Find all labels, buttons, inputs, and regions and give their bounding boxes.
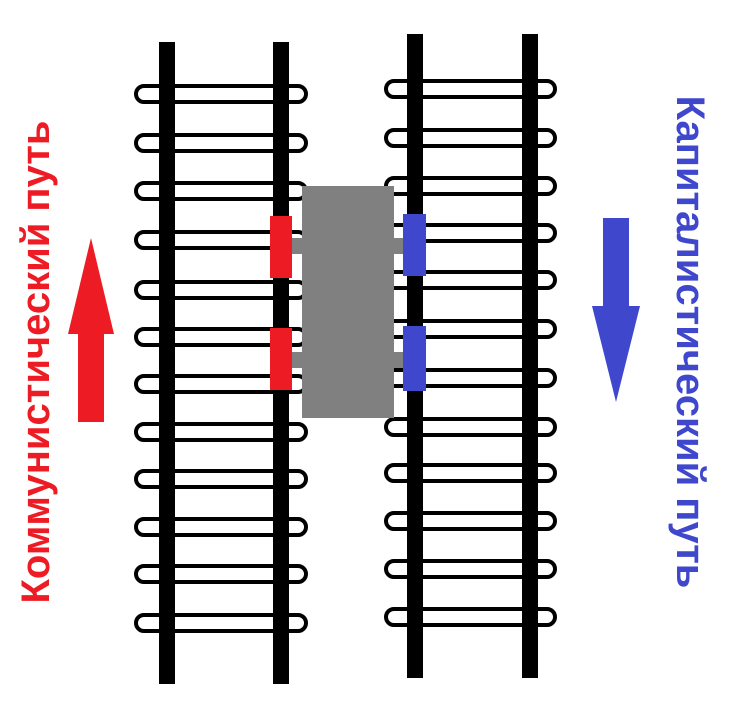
sleeper — [134, 613, 308, 633]
blue-wheel-lower — [403, 326, 426, 391]
sleeper — [384, 463, 557, 483]
blue-wheel-upper — [403, 214, 426, 276]
communist-wheels — [270, 216, 292, 390]
communist-path-label: Коммунистический путь — [14, 120, 58, 604]
carriage-body — [302, 186, 394, 418]
right-railway-track — [384, 34, 557, 678]
sleeper — [134, 422, 308, 442]
sleeper — [134, 84, 308, 104]
sleeper — [384, 79, 557, 99]
down-arrow-icon — [592, 218, 640, 402]
rail — [522, 34, 538, 678]
up-arrow-icon — [68, 238, 114, 422]
sleeper — [384, 607, 557, 627]
sleeper — [384, 559, 557, 579]
rail — [159, 42, 175, 684]
sleeper — [134, 517, 308, 537]
sleeper — [134, 133, 308, 153]
sleeper — [384, 128, 557, 148]
capitalist-wheels — [403, 214, 426, 391]
sleeper — [384, 511, 557, 531]
red-wheel-lower — [270, 328, 292, 390]
sleeper — [134, 469, 308, 489]
capitalist-path-label: Капиталистический путь — [668, 95, 712, 589]
red-wheel-upper — [270, 216, 292, 278]
sleeper — [384, 417, 557, 437]
sleeper — [134, 564, 308, 584]
